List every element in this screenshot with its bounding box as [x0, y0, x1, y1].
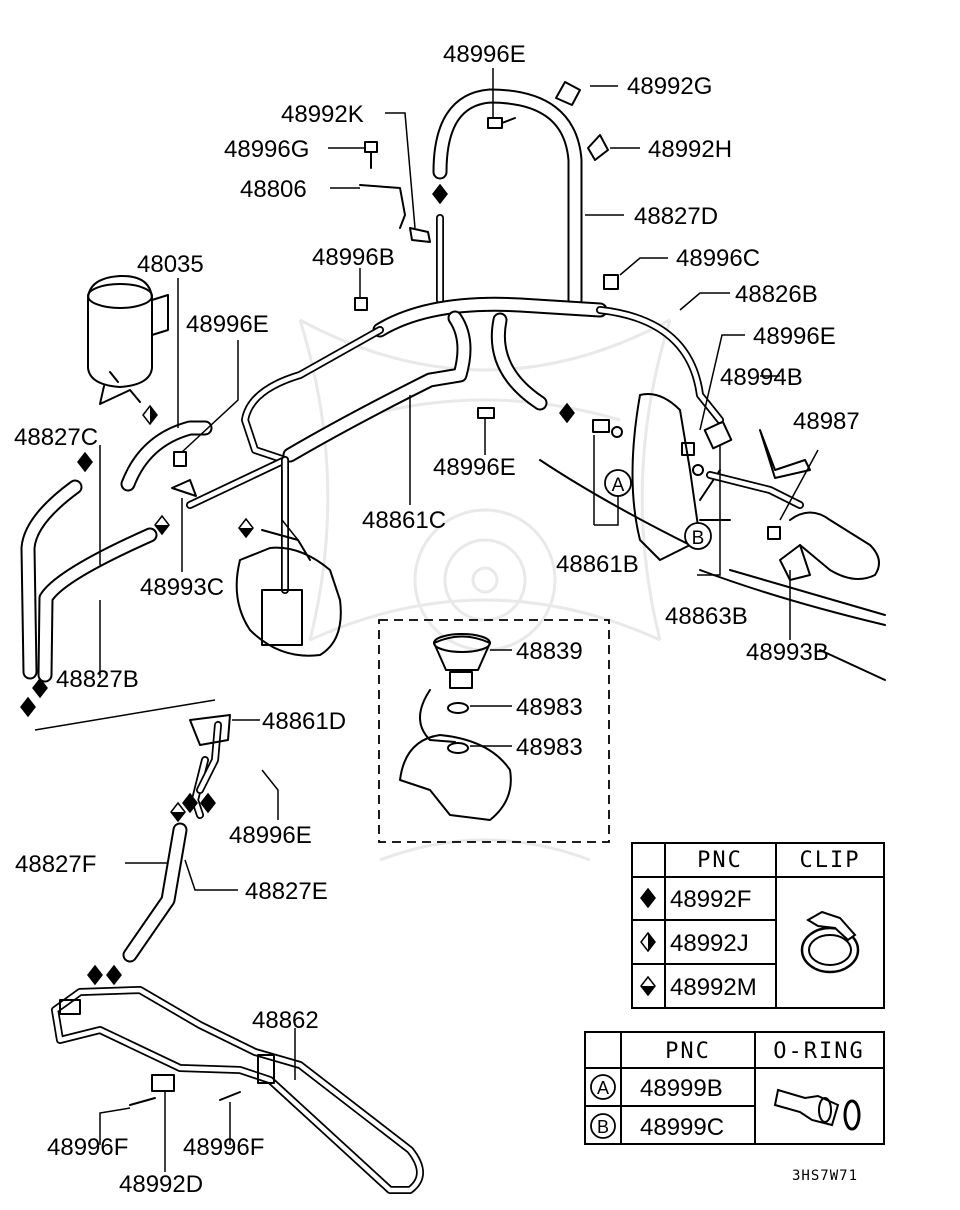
- diagram-code: 3HS7W71: [792, 1168, 858, 1184]
- clip-symbol-48992F-icon: [106, 965, 122, 985]
- clip-symbol-48992F-icon: [77, 452, 93, 472]
- clip-table-header-clip: CLIP: [800, 848, 861, 873]
- leader-lines: [34, 68, 819, 1172]
- hose-48827C-assembly: [20, 420, 213, 683]
- oring-table-header-oring: O-RING: [773, 1039, 864, 1064]
- callout-48996B: 48996B: [312, 244, 395, 271]
- hose-48827D: [432, 88, 583, 308]
- cooler-pipe-48862: [51, 986, 424, 1194]
- callout-48987: 48987: [793, 408, 860, 435]
- callout-48996E: 48996E: [433, 454, 516, 481]
- callout-48806: 48806: [240, 176, 307, 203]
- clip-table-header-pnc: PNC: [697, 848, 743, 873]
- pump-assembly-upper: [539, 393, 886, 681]
- callout-48861D: 48861D: [262, 708, 346, 735]
- callout-48827C: 48827C: [14, 424, 98, 451]
- clip-symbol-48992J-icon: [142, 405, 158, 425]
- clip-symbol-48992F-icon: [432, 184, 448, 204]
- callout-48992D: 48992D: [119, 1171, 203, 1198]
- oring-marker-b: B: [684, 522, 712, 550]
- callout-48983: 48983: [516, 694, 583, 721]
- callout-48996F: 48996F: [183, 1134, 264, 1161]
- callout-48861C: 48861C: [362, 507, 446, 534]
- hose-clip-icon: [800, 910, 860, 974]
- callout-48861B: 48861B: [556, 551, 639, 578]
- pressure-pipes: [186, 214, 724, 594]
- callout-48827D: 48827D: [634, 203, 718, 230]
- callout-48839: 48839: [516, 638, 583, 665]
- clip-row-pnc: 48992J: [670, 930, 749, 957]
- callout-48035: 48035: [137, 251, 204, 278]
- callout-48827B: 48827B: [56, 666, 139, 693]
- clip-row-pnc: 48992M: [670, 974, 757, 1001]
- callout-48996G: 48996G: [224, 136, 309, 163]
- clip-symbol-48992F-icon: [20, 697, 36, 717]
- oring-fitting-icon: [773, 1088, 861, 1131]
- fittings: [171, 81, 781, 540]
- inset-reservoir-detail: [378, 619, 610, 843]
- callout-48983: 48983: [516, 734, 583, 761]
- callout-48996E: 48996E: [186, 311, 269, 338]
- callout-48862: 48862: [252, 1007, 319, 1034]
- callout-48863B: 48863B: [665, 603, 748, 630]
- callout-48996E: 48996E: [229, 822, 312, 849]
- callout-48992G: 48992G: [627, 73, 712, 100]
- callout-48827E: 48827E: [245, 878, 328, 905]
- clip-symbol-48992M-icon: [154, 515, 170, 535]
- clip-symbol-48992M-icon: [238, 518, 254, 538]
- callout-labels: 48996E 48992G 48992K 48992H 48996G 48806…: [14, 41, 860, 1198]
- reservoir-tank: [87, 274, 169, 405]
- svg-text:A: A: [612, 475, 625, 496]
- oring-row-pnc: 48999C: [640, 1114, 724, 1141]
- callout-48996E: 48996E: [443, 41, 526, 68]
- callout-48993C: 48993C: [140, 574, 224, 601]
- clip-symbol-48992F-icon: [87, 965, 103, 985]
- clip-symbol-48992F-icon: [200, 793, 216, 813]
- callout-48996C: 48996C: [676, 245, 760, 272]
- svg-text:B: B: [692, 528, 705, 549]
- clip-legend-table: PNC CLIP 48992F 48992J 48992M: [631, 842, 885, 1009]
- hose-48827F-48827E: [122, 714, 231, 963]
- callout-48996F: 48996F: [47, 1134, 128, 1161]
- clip-row-pnc: 48992F: [670, 886, 751, 913]
- callout-48992H: 48992H: [648, 136, 732, 163]
- callout-48996E: 48996E: [753, 323, 836, 350]
- callout-48826B: 48826B: [735, 281, 818, 308]
- oring-legend-table: PNC O-RING A B 48999B 48999C: [584, 1031, 885, 1145]
- callout-48827F: 48827F: [15, 851, 96, 878]
- oring-row-symbol: B: [597, 1117, 609, 1137]
- callout-48992K: 48992K: [281, 101, 364, 128]
- oring-row-symbol: A: [597, 1078, 609, 1098]
- oring-marker-a: A: [604, 469, 632, 497]
- clip-symbol-48992M-icon: [170, 802, 186, 822]
- callout-48993B: 48993B: [746, 639, 829, 666]
- callout-48994B: 48994B: [720, 364, 803, 391]
- oring-table-header-pnc: PNC: [665, 1039, 711, 1064]
- oring-row-pnc: 48999B: [640, 1075, 723, 1102]
- watermark-emblem: [298, 318, 672, 862]
